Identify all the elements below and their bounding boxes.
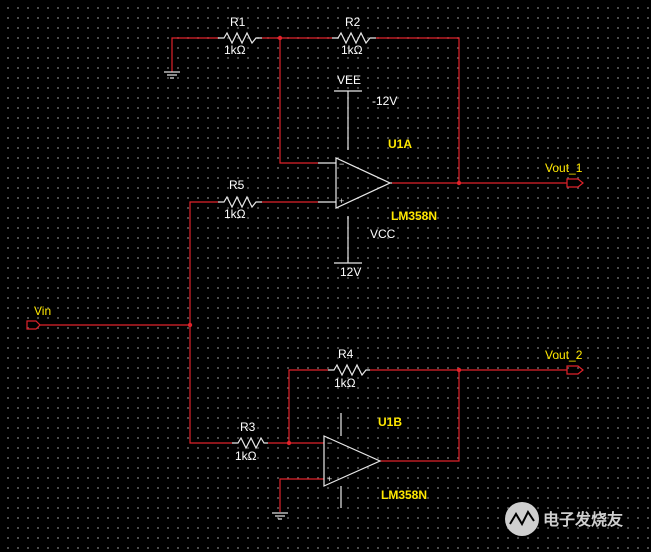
vee-label: VEE: [337, 73, 361, 87]
resistor-ref: R5: [229, 178, 245, 192]
watermark: 电子发烧友: [505, 502, 624, 536]
resistor-r4[interactable]: R4 1kΩ: [328, 347, 370, 390]
junction-dot: [456, 367, 462, 373]
opamp-u1b[interactable]: − + U1B LM358N: [323, 413, 427, 508]
wire-vin-bus: [189, 201, 232, 444]
port-label: Vin: [34, 304, 51, 318]
wire-r2-feedback: [376, 37, 460, 183]
resistor-value: 1kΩ: [235, 449, 257, 463]
vcc-value: 12V: [340, 265, 361, 279]
junction-dot: [187, 322, 193, 328]
pin-plus-mark: +: [327, 474, 332, 484]
port-vin[interactable]: Vin: [26, 304, 51, 330]
pin-minus-mark: −: [327, 438, 332, 448]
opamp-ref: U1B: [378, 415, 402, 429]
resistor-value: 1kΩ: [334, 376, 356, 390]
resistor-r2[interactable]: R2 1kΩ: [332, 15, 376, 57]
watermark-text: 电子发烧友: [543, 510, 624, 529]
junctions: [187, 35, 462, 446]
resistor-r1[interactable]: R1 1kΩ: [218, 15, 262, 57]
opamp-part: LM358N: [381, 488, 427, 502]
watermark-logo-icon: [505, 502, 539, 536]
wire-feedback-u1b: [380, 370, 460, 462]
ground-symbol-bottom: [272, 512, 288, 520]
port-label: Vout_2: [545, 348, 583, 362]
vcc-label: VCC: [370, 227, 396, 241]
resistor-ref: R3: [240, 420, 256, 434]
wire-node-r4: [288, 369, 328, 443]
resistor-r5[interactable]: R5 1kΩ: [218, 178, 262, 221]
wire-u1b-plus-ground: [279, 478, 324, 512]
wire-node-u1a-minus: [279, 38, 318, 164]
junction-dot: [286, 440, 292, 446]
resistor-value: 1kΩ: [341, 43, 363, 57]
port-vout1[interactable]: Vout_1: [545, 161, 584, 188]
vcc-supply: VCC 12V: [334, 216, 396, 279]
resistor-ref: R4: [338, 347, 354, 361]
opamp-part: LM358N: [391, 209, 437, 223]
pin-minus-mark: −: [339, 159, 344, 169]
opamp-ref: U1A: [388, 137, 412, 151]
ground-symbol-top: [164, 71, 180, 79]
pin-plus-mark: +: [339, 196, 344, 206]
vee-value: -12V: [372, 94, 397, 108]
port-vout2[interactable]: Vout_2: [545, 348, 584, 375]
junction-dot: [277, 35, 283, 41]
port-label: Vout_1: [545, 161, 583, 175]
wires: [40, 37, 567, 512]
opamp-u1a[interactable]: − + U1A LM358N: [318, 137, 437, 223]
resistor-r3[interactable]: R3 1kΩ: [232, 420, 268, 463]
resistor-ref: R1: [230, 15, 246, 29]
vee-supply: VEE -12V: [334, 73, 397, 150]
resistor-ref: R2: [345, 15, 361, 29]
resistor-value: 1kΩ: [224, 43, 246, 57]
wire-ground-r1: [171, 37, 218, 72]
resistor-value: 1kΩ: [224, 207, 246, 221]
junction-dot: [456, 180, 462, 186]
